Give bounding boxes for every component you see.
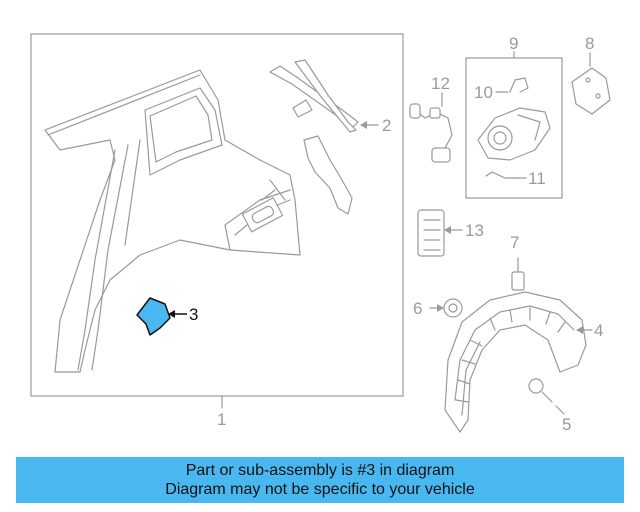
callout-7[interactable]: 7 xyxy=(510,233,519,252)
callout-6[interactable]: 6 xyxy=(413,299,422,318)
info-banner: Part or sub-assembly is #3 in diagram Di… xyxy=(16,457,624,503)
part-6-grommet xyxy=(443,298,463,318)
part-8-fuel-door xyxy=(571,67,611,115)
part-3-bracket[interactable] xyxy=(136,297,171,336)
part-5-leader xyxy=(555,405,565,415)
quarter-panel-illustration xyxy=(44,69,301,373)
callout-2[interactable]: 2 xyxy=(382,116,391,135)
part-4-arrowhead xyxy=(576,326,583,334)
part-13-arrowhead xyxy=(444,226,451,234)
part-10-spring xyxy=(509,77,529,93)
callout-12[interactable]: 12 xyxy=(431,74,450,93)
part-12-cable xyxy=(409,103,453,163)
part-3-arrowhead xyxy=(168,310,175,318)
callout-10[interactable]: 10 xyxy=(474,83,493,102)
part-13-vent xyxy=(417,209,445,257)
banner-line-2: Diagram may not be specific to your vehi… xyxy=(165,481,475,498)
callout-4[interactable]: 4 xyxy=(594,321,603,340)
callout-3[interactable]: 3 xyxy=(189,305,198,324)
callout-9[interactable]: 9 xyxy=(509,34,518,53)
quarter-panel-frame xyxy=(30,33,404,397)
part-2-reinforcement xyxy=(269,59,359,215)
part-2-arrowhead xyxy=(360,121,367,129)
part-6-arrowhead xyxy=(437,304,444,312)
part-7-clip xyxy=(511,257,525,291)
banner-line-1: Part or sub-assembly is #3 in diagram xyxy=(185,462,455,479)
callout-8[interactable]: 8 xyxy=(585,34,594,53)
part-4-wheel-liner xyxy=(444,291,587,433)
fuel-door-housing xyxy=(477,107,551,161)
callout-13[interactable]: 13 xyxy=(465,221,484,240)
callout-1[interactable]: 1 xyxy=(217,410,226,429)
callout-11[interactable]: 11 xyxy=(528,169,546,188)
part-11-clip xyxy=(485,171,516,179)
part-5-screw xyxy=(528,378,553,403)
callout-5[interactable]: 5 xyxy=(562,415,571,434)
